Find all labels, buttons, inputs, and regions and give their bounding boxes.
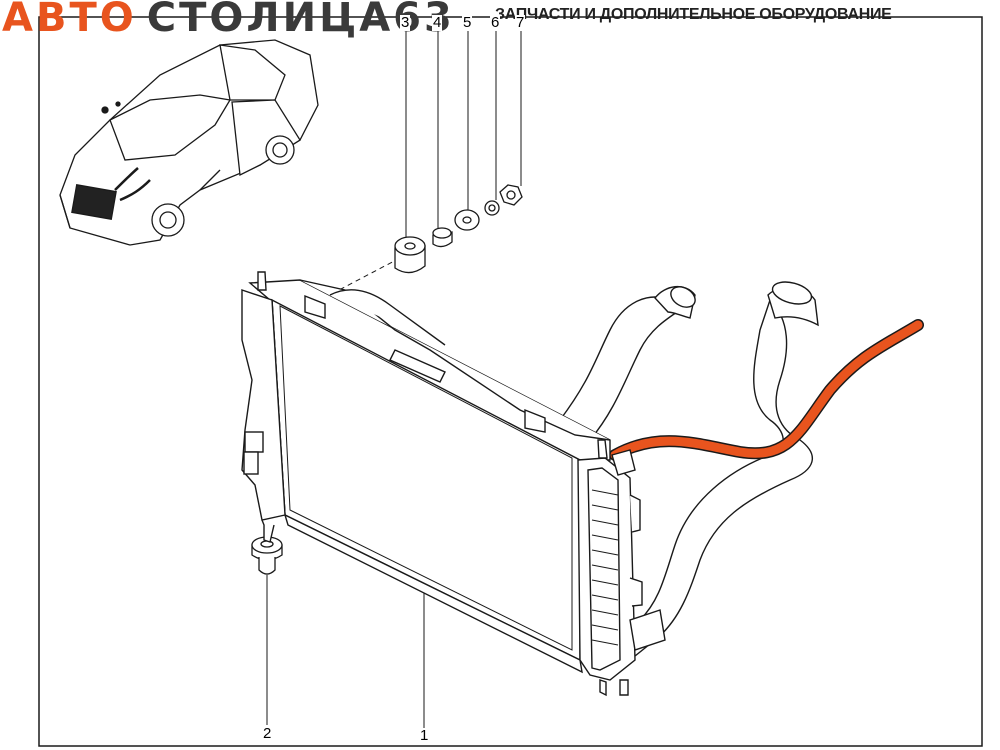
part-4-sleeve	[432, 227, 453, 248]
part-2-lower-bushing	[251, 536, 283, 575]
car-locator-illustration	[59, 39, 319, 246]
diagram-frame	[38, 16, 983, 747]
callout-7: 7	[515, 14, 526, 31]
highlighted-overflow-hose	[609, 319, 924, 461]
part-7-nut	[499, 184, 523, 206]
callout-5: 5	[462, 14, 473, 31]
brand-word-avto: АВТО	[2, 0, 137, 41]
car-radiator-highlight	[71, 183, 117, 221]
lower-hose	[619, 281, 819, 662]
callout-4: 4	[432, 14, 443, 31]
brand-tagline: ЗАПЧАСТИ И ДОПОЛНИТЕЛЬНОЕ ОБОРУДОВАНИЕ	[495, 6, 892, 23]
upper-hose	[558, 286, 696, 441]
callout-6: 6	[490, 14, 501, 31]
callout-3: 3	[400, 14, 411, 31]
callout-1: 1	[419, 727, 430, 744]
part-5-washer	[454, 209, 480, 231]
part-1-radiator	[241, 271, 666, 697]
callout-2: 2	[262, 725, 273, 742]
part-6-spring-washer	[484, 200, 500, 216]
part-3-bushing	[394, 236, 426, 274]
